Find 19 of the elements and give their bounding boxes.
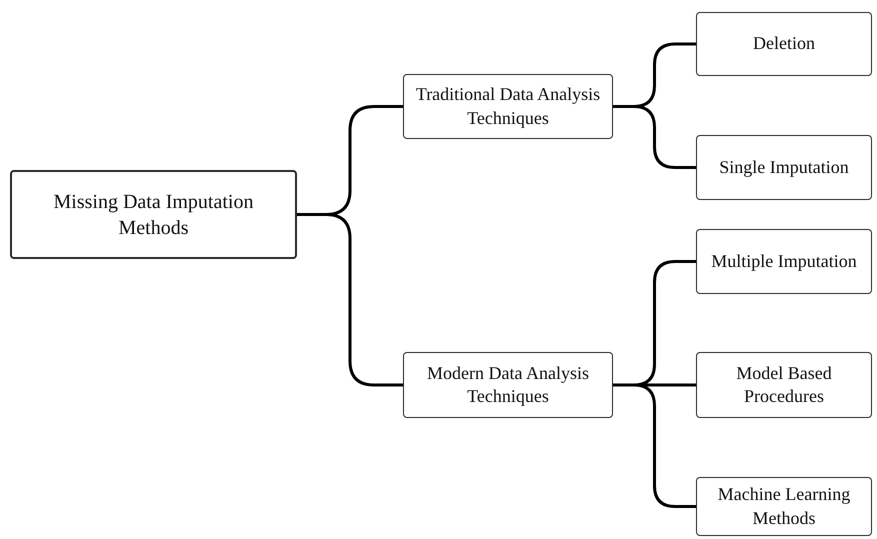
category-box [10, 170, 297, 259]
category-box [696, 477, 872, 536]
node-label: Model Based Procedures [735, 362, 833, 408]
category-box [696, 229, 872, 294]
category-box [696, 135, 872, 200]
node-label: Missing Data Imputation Methods [52, 190, 254, 240]
connector-line [613, 105, 696, 169]
node-label: Multiple Imputation [711, 250, 857, 273]
node-label: Deletion [753, 32, 815, 56]
category-box [696, 12, 872, 76]
connector-line [613, 384, 696, 508]
node-label: Single Imputation [719, 156, 849, 179]
node-label: Modern Data Analysis Techniques [426, 362, 590, 408]
node-label: Machine Learning Methods [716, 483, 852, 530]
category-box [403, 74, 613, 139]
node-label: Traditional Data Analysis Techniques [414, 83, 602, 130]
category-box [696, 352, 872, 418]
connector-line [297, 213, 403, 386]
category-box [403, 352, 613, 418]
